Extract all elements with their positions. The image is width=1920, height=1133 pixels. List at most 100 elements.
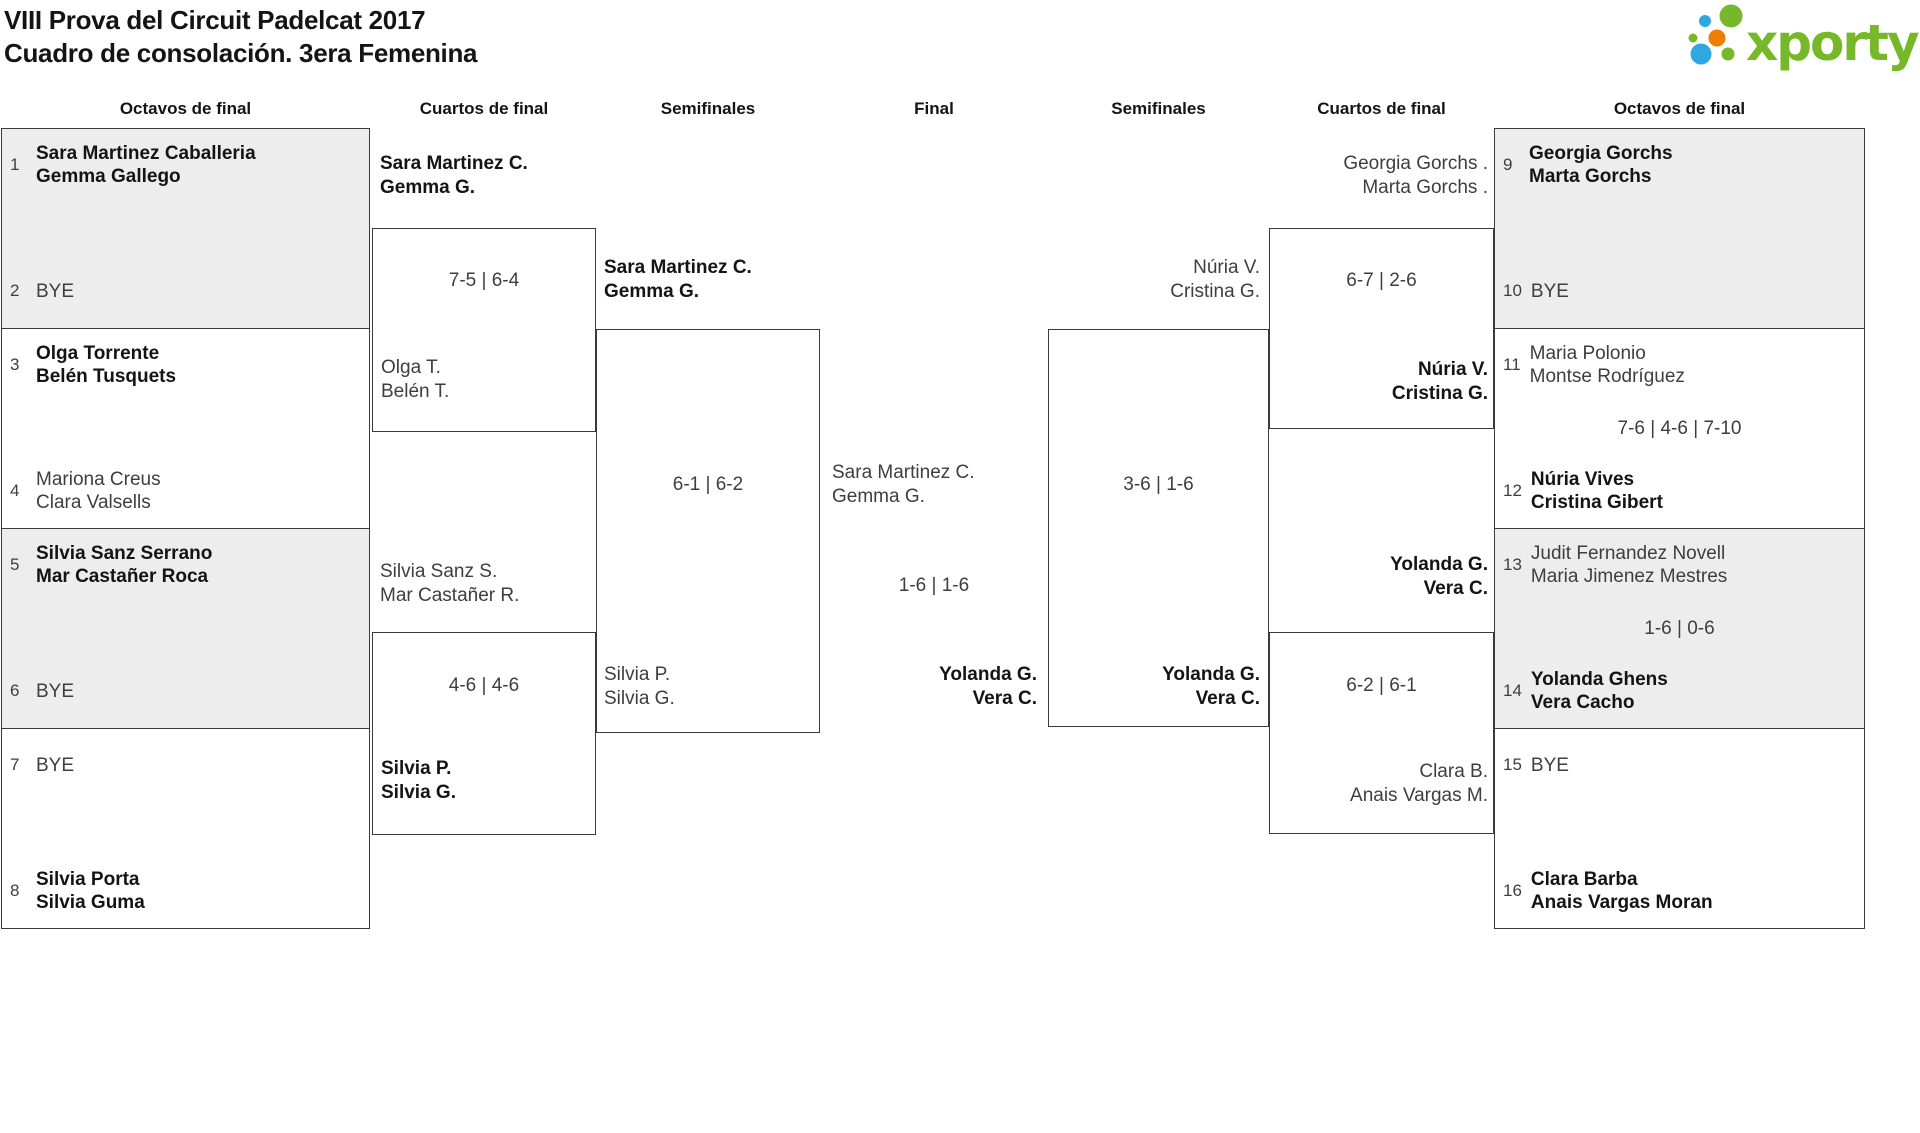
team-name: Silvia Sanz Serrano Mar Castañer Roca bbox=[36, 542, 212, 588]
team-name: Núria V. Cristina G. bbox=[1040, 256, 1260, 304]
match-score: 7-5 | 6-4 bbox=[448, 270, 520, 291]
team-name-line: Judit Fernandez Novell bbox=[1530, 543, 1726, 564]
bracket-cell-seeds-1-2: 1 Sara Martinez Caballeria Gemma Gallego… bbox=[1, 128, 370, 329]
seed-number: 12 bbox=[1503, 481, 1522, 500]
team-name: Sara Martinez C. Gemma G. bbox=[604, 256, 752, 304]
team-slot: 7 BYE bbox=[10, 741, 361, 789]
team-name-line: Sara Martinez Caballeria bbox=[36, 143, 256, 164]
match-box-right-qf1 bbox=[1269, 228, 1494, 429]
team-name-line: Marta Gorchs bbox=[1529, 166, 1652, 187]
team-name-line: Georgia Gorchs . bbox=[1343, 153, 1488, 174]
seed-number: 11 bbox=[1503, 355, 1521, 374]
match-score: 1-6 | 1-6 bbox=[898, 575, 970, 596]
seed-number: 1 bbox=[10, 155, 20, 174]
team-name-line: Silvia Sanz Serrano bbox=[36, 543, 213, 564]
team-name: Yolanda G. Vera C. bbox=[1260, 553, 1488, 601]
octavos-column-left: 1 Sara Martinez Caballeria Gemma Gallego… bbox=[1, 128, 370, 929]
team-name-line: Vera Cacho bbox=[1530, 692, 1635, 713]
team-name-line: Silvia Guma bbox=[36, 892, 145, 913]
team-name-line: Núria V. bbox=[1417, 359, 1488, 380]
team-name: Clara B. Anais Vargas M. bbox=[1260, 760, 1488, 808]
team-name: BYE bbox=[1531, 754, 1569, 777]
logo-dots-icon: xporty bbox=[1688, 4, 1920, 72]
team-name-line: Sara Martinez C. bbox=[604, 257, 752, 278]
team-name: Sara Martinez Caballeria Gemma Gallego bbox=[36, 142, 256, 188]
team-name-line: BYE bbox=[1530, 754, 1569, 776]
team-slot: 15 BYE bbox=[1503, 741, 1856, 789]
team-name-line: Cristina Gibert bbox=[1530, 492, 1663, 513]
seed-number: 7 bbox=[10, 755, 20, 774]
team-name-line: Silvia Sanz S. bbox=[380, 561, 498, 582]
team-name: Judit Fernandez Novell Maria Jimenez Mes… bbox=[1531, 542, 1727, 588]
team-name: Silvia P. Silvia G. bbox=[604, 663, 675, 711]
team-slot: 16 Clara Barba Anais Vargas Moran bbox=[1503, 867, 1856, 915]
team-name: BYE bbox=[36, 754, 74, 777]
round-header-final: Final bbox=[914, 99, 954, 118]
seed-number: 8 bbox=[10, 881, 20, 900]
team-name-line: Anais Vargas Moran bbox=[1530, 892, 1713, 913]
team-name-line: Georgia Gorchs bbox=[1529, 143, 1673, 164]
team-name-line: Silvia G. bbox=[381, 782, 456, 803]
team-name-line: Silvia P. bbox=[604, 664, 671, 685]
team-slot: 14 Yolanda Ghens Vera Cacho bbox=[1503, 667, 1856, 715]
team-name-line: Silvia P. bbox=[381, 758, 452, 779]
team-name: BYE bbox=[36, 680, 74, 703]
xporty-logo: xporty bbox=[1686, 0, 1920, 80]
page-title: VIII Prova del Circuit Padelcat 2017 Cua… bbox=[4, 4, 478, 70]
bracket-subtitle: Cuadro de consolación. 3era Femenina bbox=[4, 38, 478, 68]
seed-number: 10 bbox=[1503, 281, 1522, 300]
team-slot: 4 Mariona Creus Clara Valsells bbox=[10, 467, 361, 515]
team-name-line: Cristina G. bbox=[1170, 281, 1260, 302]
match-score: 4-6 | 4-6 bbox=[448, 675, 520, 696]
team-name-line: Maria Polonio bbox=[1529, 343, 1646, 364]
seed-number: 9 bbox=[1503, 155, 1513, 174]
tournament-title: VIII Prova del Circuit Padelcat 2017 bbox=[4, 5, 426, 35]
team-name-line: Mar Castañer R. bbox=[380, 585, 520, 606]
match-score: 1-6 | 0-6 bbox=[1644, 617, 1715, 639]
team-name-line: Gemma G. bbox=[380, 177, 476, 198]
bracket-cell-seeds-9-10: 9 Georgia Gorchs Marta Gorchs 10 BYE bbox=[1494, 128, 1865, 329]
team-name-line: Cristina G. bbox=[1391, 383, 1488, 404]
match-box-left-sf bbox=[596, 329, 820, 733]
match-box-left-qf2 bbox=[372, 632, 596, 835]
match-box-right-qf2 bbox=[1269, 632, 1494, 834]
team-name-line: Belén T. bbox=[381, 381, 450, 402]
bracket-cell-seeds-13-14: 13 Judit Fernandez Novell Maria Jimenez … bbox=[1494, 528, 1865, 729]
team-slot: 11 Maria Polonio Montse Rodríguez bbox=[1503, 341, 1856, 389]
match-score: 6-1 | 6-2 bbox=[672, 474, 744, 495]
octavos-column-right: 9 Georgia Gorchs Marta Gorchs 10 BYE 11 … bbox=[1494, 128, 1865, 929]
team-name: Silvia Sanz S. Mar Castañer R. bbox=[380, 560, 519, 608]
team-name-line: Yolanda G. bbox=[1162, 664, 1260, 685]
team-name-line: Olga T. bbox=[381, 357, 441, 378]
team-name: Clara Barba Anais Vargas Moran bbox=[1531, 868, 1713, 914]
team-name-line: Vera C. bbox=[972, 688, 1037, 709]
seed-number: 4 bbox=[10, 481, 20, 500]
match-score: 6-7 | 2-6 bbox=[1346, 270, 1417, 291]
team-slot: 10 BYE bbox=[1503, 267, 1856, 315]
seed-number: 13 bbox=[1503, 555, 1522, 574]
team-name: Georgia Gorchs . Marta Gorchs . bbox=[1260, 152, 1488, 200]
seed-number: 2 bbox=[10, 281, 20, 300]
team-name-line: BYE bbox=[36, 754, 75, 776]
team-name: Sara Martinez C. Gemma G. bbox=[832, 461, 975, 509]
team-name-line: Silvia G. bbox=[604, 688, 675, 709]
round-header-right-cuartos: Cuartos de final bbox=[1317, 99, 1446, 118]
bracket-cell-seeds-5-6: 5 Silvia Sanz Serrano Mar Castañer Roca … bbox=[1, 528, 370, 729]
team-name-line: Mar Castañer Roca bbox=[36, 566, 209, 587]
team-name-line: Sara Martinez C. bbox=[380, 153, 528, 174]
team-name: Mariona Creus Clara Valsells bbox=[36, 468, 161, 514]
team-name: Sara Martinez C. Gemma G. bbox=[380, 152, 528, 200]
team-name-line: Yolanda G. bbox=[939, 664, 1037, 685]
team-name-line: Clara B. bbox=[1419, 761, 1488, 782]
round-header-right-semis: Semifinales bbox=[1111, 99, 1206, 118]
team-name-line: Vera C. bbox=[1195, 688, 1260, 709]
team-name: Yolanda Ghens Vera Cacho bbox=[1531, 668, 1668, 714]
team-name: Yolanda G. Vera C. bbox=[1040, 663, 1260, 711]
team-name: BYE bbox=[36, 280, 74, 303]
team-name-line: BYE bbox=[36, 280, 75, 302]
team-name: Maria Polonio Montse Rodríguez bbox=[1530, 342, 1685, 388]
match-box-left-qf1 bbox=[372, 228, 596, 432]
team-slot: 1 Sara Martinez Caballeria Gemma Gallego bbox=[10, 141, 361, 189]
team-slot: 5 Silvia Sanz Serrano Mar Castañer Roca bbox=[10, 541, 361, 589]
team-slot: 8 Silvia Porta Silvia Guma bbox=[10, 867, 361, 915]
